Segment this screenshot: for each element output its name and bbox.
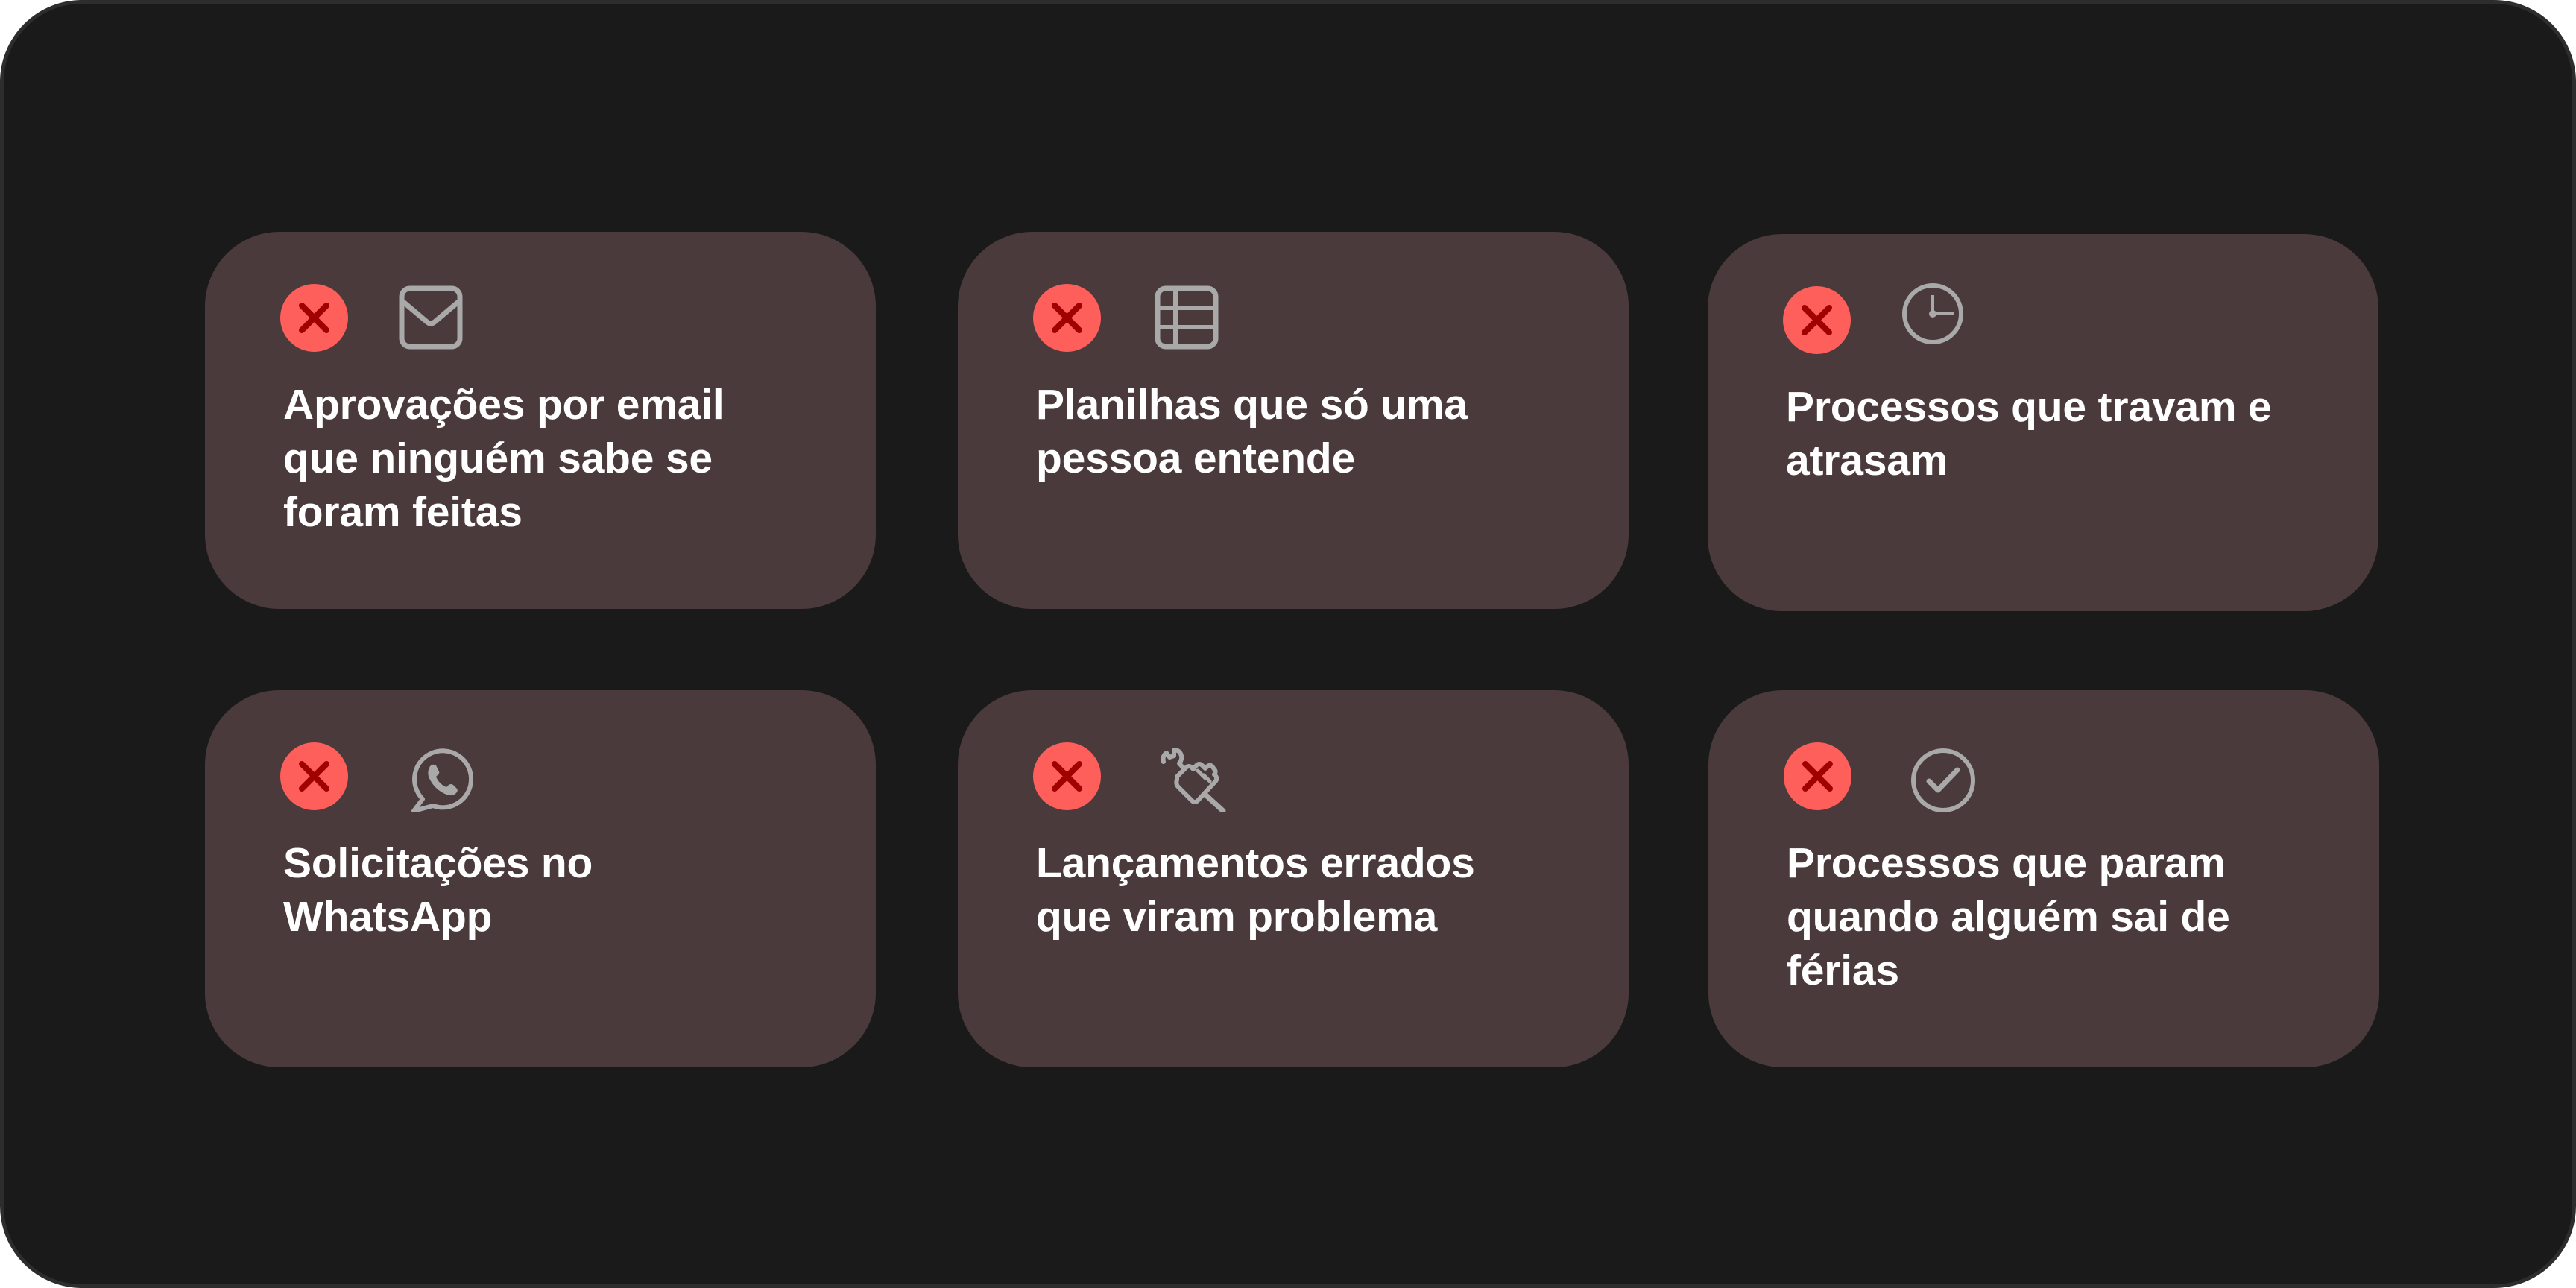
pain-point-card-stuck-processes: Processos que travam e atrasam	[1708, 234, 2378, 611]
email-icon	[397, 282, 464, 350]
pain-point-card-spreadsheets: Planilhas que só uma pessoa entende	[958, 232, 1629, 609]
hand-wrench-icon	[1159, 745, 1226, 812]
whatsapp-icon	[408, 745, 475, 812]
card-text-line: que viram problema	[1036, 893, 1438, 941]
card-text-line: WhatsApp	[283, 893, 493, 941]
x-circle-icon	[1783, 286, 1851, 354]
card-text-line: Aprovações por email	[283, 381, 724, 429]
clock-icon	[1899, 280, 1966, 347]
card-text-line: foram feitas	[283, 488, 523, 536]
card-text-line: atrasam	[1786, 437, 1948, 484]
card-text-line: Processos que param	[1787, 839, 2226, 887]
card-text: Processos que travam e atrasam	[1786, 380, 2352, 487]
card-text: Aprovações por email que ninguém sabe se…	[283, 378, 850, 539]
pain-point-card-wrong-entries: Lançamentos errados que viram problema	[958, 690, 1629, 1067]
x-circle-icon	[280, 284, 348, 352]
card-text-line: que ninguém sabe se	[283, 435, 713, 482]
pain-point-card-email-approvals: Aprovações por email que ninguém sabe se…	[205, 232, 876, 609]
card-text-line: férias	[1787, 947, 1899, 994]
card-text-line: Processos que travam e	[1786, 383, 2272, 431]
pain-point-card-vacation-stops: Processos que param quando alguém sai de…	[1708, 690, 2379, 1067]
x-circle-icon	[1033, 742, 1101, 810]
card-text-line: Lançamentos errados	[1036, 839, 1475, 887]
x-circle-icon	[1784, 742, 1852, 810]
card-text-line: pessoa entende	[1036, 435, 1356, 482]
spreadsheet-icon	[1153, 282, 1220, 350]
card-text: Solicitações no WhatsApp	[283, 836, 850, 944]
card-text: Planilhas que só uma pessoa entende	[1036, 378, 1603, 485]
card-text-line: Solicitações no	[283, 839, 593, 887]
card-text-line: quando alguém sai de	[1787, 893, 2230, 941]
x-circle-icon	[280, 742, 348, 810]
card-text: Lançamentos errados que viram problema	[1036, 836, 1603, 944]
card-text-line: Planilhas que só uma	[1036, 381, 1468, 429]
pain-point-card-whatsapp-requests: Solicitações no WhatsApp	[205, 690, 876, 1067]
card-text: Processos que param quando alguém sai de…	[1787, 836, 2353, 997]
check-circle-icon	[1910, 747, 1977, 814]
x-circle-icon	[1033, 284, 1101, 352]
